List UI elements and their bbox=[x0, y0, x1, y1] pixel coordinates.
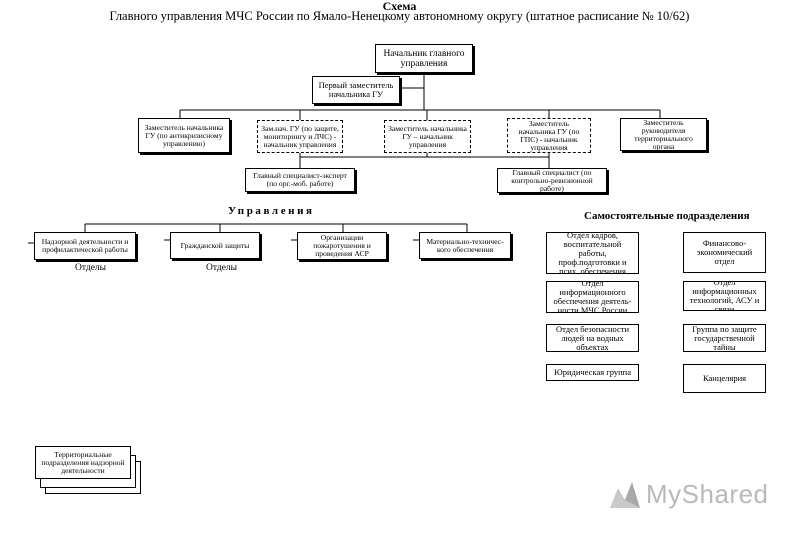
box-water-safety-department: Отдел безопасности людей на водных объек… bbox=[546, 324, 639, 352]
box-dept-firefighting: Организации пожаротушения и проведения А… bbox=[297, 232, 387, 260]
box-info-support-department: Отдел информационного обеспечения деятел… bbox=[546, 281, 639, 313]
box-specialist-audit: Главный специалист (по контрольно-ревизи… bbox=[497, 168, 607, 193]
watermark-logo-icon bbox=[608, 478, 642, 510]
box-dept-civil-defense: Гражданской защиты bbox=[170, 232, 260, 259]
box-head: Начальник главного управления bbox=[375, 44, 473, 73]
box-chancellery: Канцелярия bbox=[683, 364, 766, 393]
watermark-text: MyShared bbox=[646, 478, 769, 509]
diagram-title: Схема bbox=[382, 0, 417, 13]
box-legal-group: Юридическая группа bbox=[546, 364, 639, 381]
departments-heading: Управления bbox=[228, 205, 315, 217]
box-it-department: Отдел информационных технологий, АСУ и с… bbox=[683, 281, 766, 311]
dept-sub-label-supervision: Отделы bbox=[75, 263, 107, 273]
box-deputy-head-department: Заместитель начальника ГУ – начальник уп… bbox=[384, 120, 471, 153]
box-deputy-protection: Зам.нач. ГУ (по защите, мониторингу и ЛЧ… bbox=[257, 120, 343, 153]
diagram-subtitle: Главного управления МЧС России по Ямало-… bbox=[109, 9, 690, 23]
box-hr-department: Отдел кадров, воспитательной работы, про… bbox=[546, 232, 639, 274]
box-secrecy-group: Группа по защите государственной тайны bbox=[683, 324, 766, 352]
box-deputy-gps: Заместитель начальника ГУ (по ГПС) - нач… bbox=[507, 118, 591, 153]
box-territorial-units: Территориальные подразделения надзорной … bbox=[35, 446, 131, 479]
dept-sub-label-civil-defense: Отделы bbox=[206, 263, 238, 273]
box-dept-supervision: Надзорной деятельности и профилактическо… bbox=[34, 232, 136, 260]
box-specialist-org-mob: Главный специалист-эксперт (по орг.-моб.… bbox=[245, 168, 355, 192]
box-first-deputy: Первый заместитель начальника ГУ bbox=[312, 76, 400, 104]
independent-heading: Самостоятельные подразделения bbox=[584, 210, 750, 222]
box-finance-department: Финансово-экономический отдел bbox=[683, 232, 766, 273]
box-deputy-territorial: Заместитель руководителя территориальног… bbox=[620, 118, 707, 151]
box-deputy-anticrisis: Заместитель начальника ГУ (по антикризис… bbox=[138, 118, 230, 153]
watermark: MyShared bbox=[608, 478, 769, 510]
box-dept-logistics: Материально-техничес-кого обеспечения bbox=[419, 232, 511, 259]
